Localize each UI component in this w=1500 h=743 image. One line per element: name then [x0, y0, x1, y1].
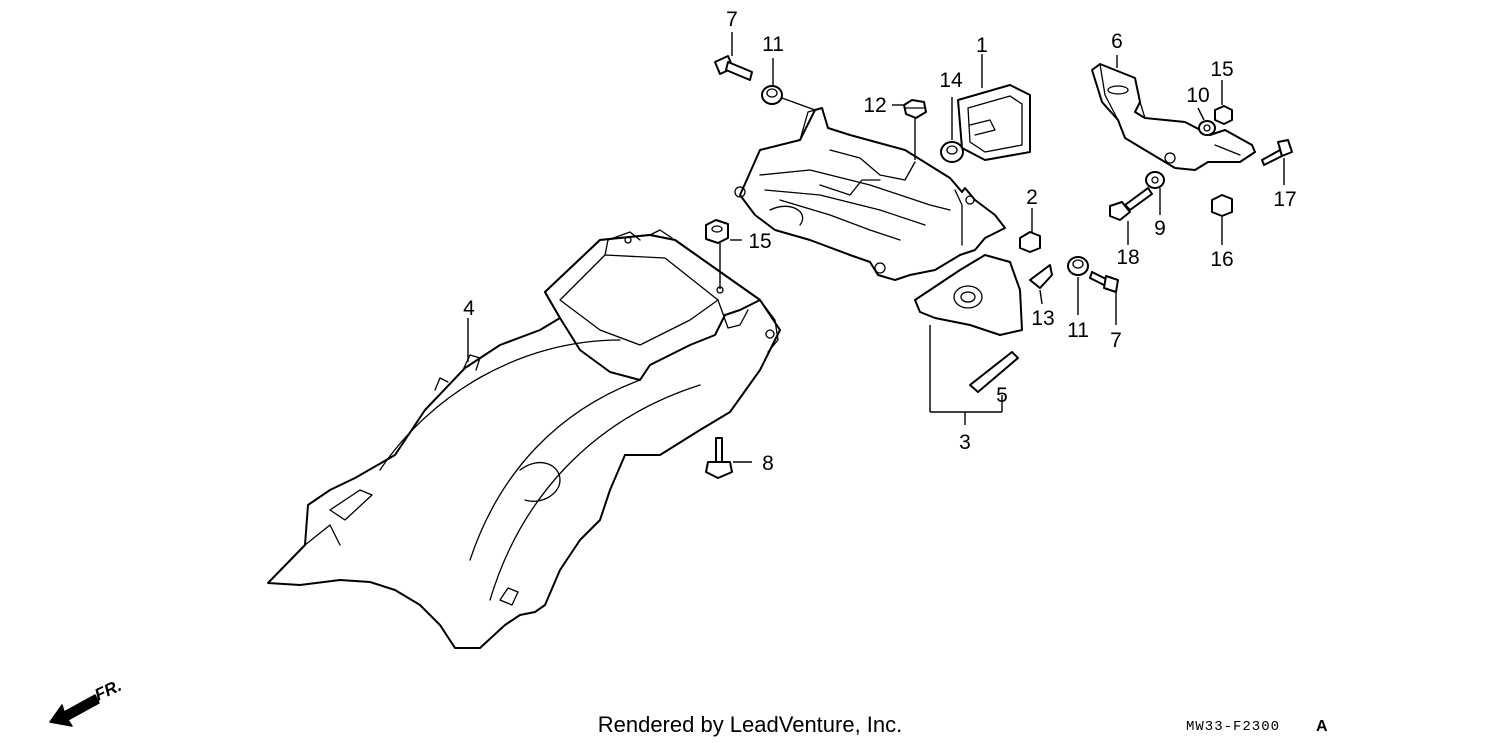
callout-12: 12 — [863, 94, 886, 117]
callout-3: 3 — [959, 431, 971, 454]
bolt-18-part[interactable] — [1109, 187, 1153, 221]
callout-17: 17 — [1273, 188, 1296, 211]
nut-2-part[interactable] — [1019, 231, 1041, 253]
callout-6: 6 — [1111, 30, 1123, 53]
front-direction-indicator: FR. — [49, 676, 125, 727]
bolt-7-top-part[interactable] — [714, 55, 753, 81]
washer-9-part[interactable] — [1145, 171, 1165, 189]
nut-16-part[interactable] — [1211, 194, 1233, 217]
lens-part[interactable] — [957, 84, 1031, 161]
license-bracket-part[interactable] — [1091, 63, 1256, 171]
footer-credit: Rendered by LeadVenture, Inc. — [598, 712, 903, 737]
callout-4: 4 — [463, 297, 475, 320]
callout-15-bracket: 15 — [1210, 58, 1233, 81]
callout-9: 9 — [1154, 217, 1166, 240]
callout-7-lower: 7 — [1110, 329, 1122, 352]
callout-13: 13 — [1031, 307, 1054, 330]
nut-15-bracket-part[interactable] — [1214, 105, 1233, 125]
arrow-left-icon — [49, 694, 100, 727]
nut-14-part[interactable] — [940, 141, 964, 163]
diagram-code: MW33-F2300 — [1186, 719, 1280, 735]
callout-2: 2 — [1026, 186, 1038, 209]
mounting-bracket-part[interactable] — [734, 107, 1006, 281]
callout-7-top: 7 — [726, 8, 738, 31]
reflector-part[interactable] — [969, 351, 1019, 393]
nut-15-fender-part[interactable] — [705, 219, 729, 244]
leader-lines — [467, 32, 1285, 463]
callout-15-fender: 15 — [748, 230, 771, 253]
license-light-housing-part[interactable] — [914, 254, 1023, 336]
callout-1: 1 — [976, 34, 988, 57]
callout-labels: 1 2 3 4 5 6 7 7 8 9 10 11 11 12 13 14 15… — [463, 8, 1297, 475]
bolt-8-part[interactable] — [705, 437, 733, 479]
collar-11-lower-part[interactable] — [1067, 256, 1089, 276]
callout-11-top: 11 — [762, 33, 784, 56]
bolt-17-part[interactable] — [1261, 139, 1293, 166]
bolt-7-lower-part[interactable] — [1089, 271, 1119, 293]
collar-11-top-part[interactable] — [761, 85, 783, 105]
callout-16: 16 — [1210, 248, 1233, 271]
callout-10: 10 — [1186, 84, 1209, 107]
rear-fender-part[interactable] — [267, 229, 781, 649]
diagram-code-suffix: A — [1316, 718, 1328, 735]
washer-10-part[interactable] — [1198, 120, 1216, 136]
callout-5: 5 — [996, 384, 1008, 407]
callout-18: 18 — [1116, 246, 1139, 269]
callout-11-lower: 11 — [1067, 319, 1089, 342]
callout-14: 14 — [939, 69, 963, 92]
cap-12-part[interactable] — [903, 99, 927, 119]
callout-8: 8 — [762, 452, 774, 475]
grommet-13-part[interactable] — [1029, 264, 1053, 289]
